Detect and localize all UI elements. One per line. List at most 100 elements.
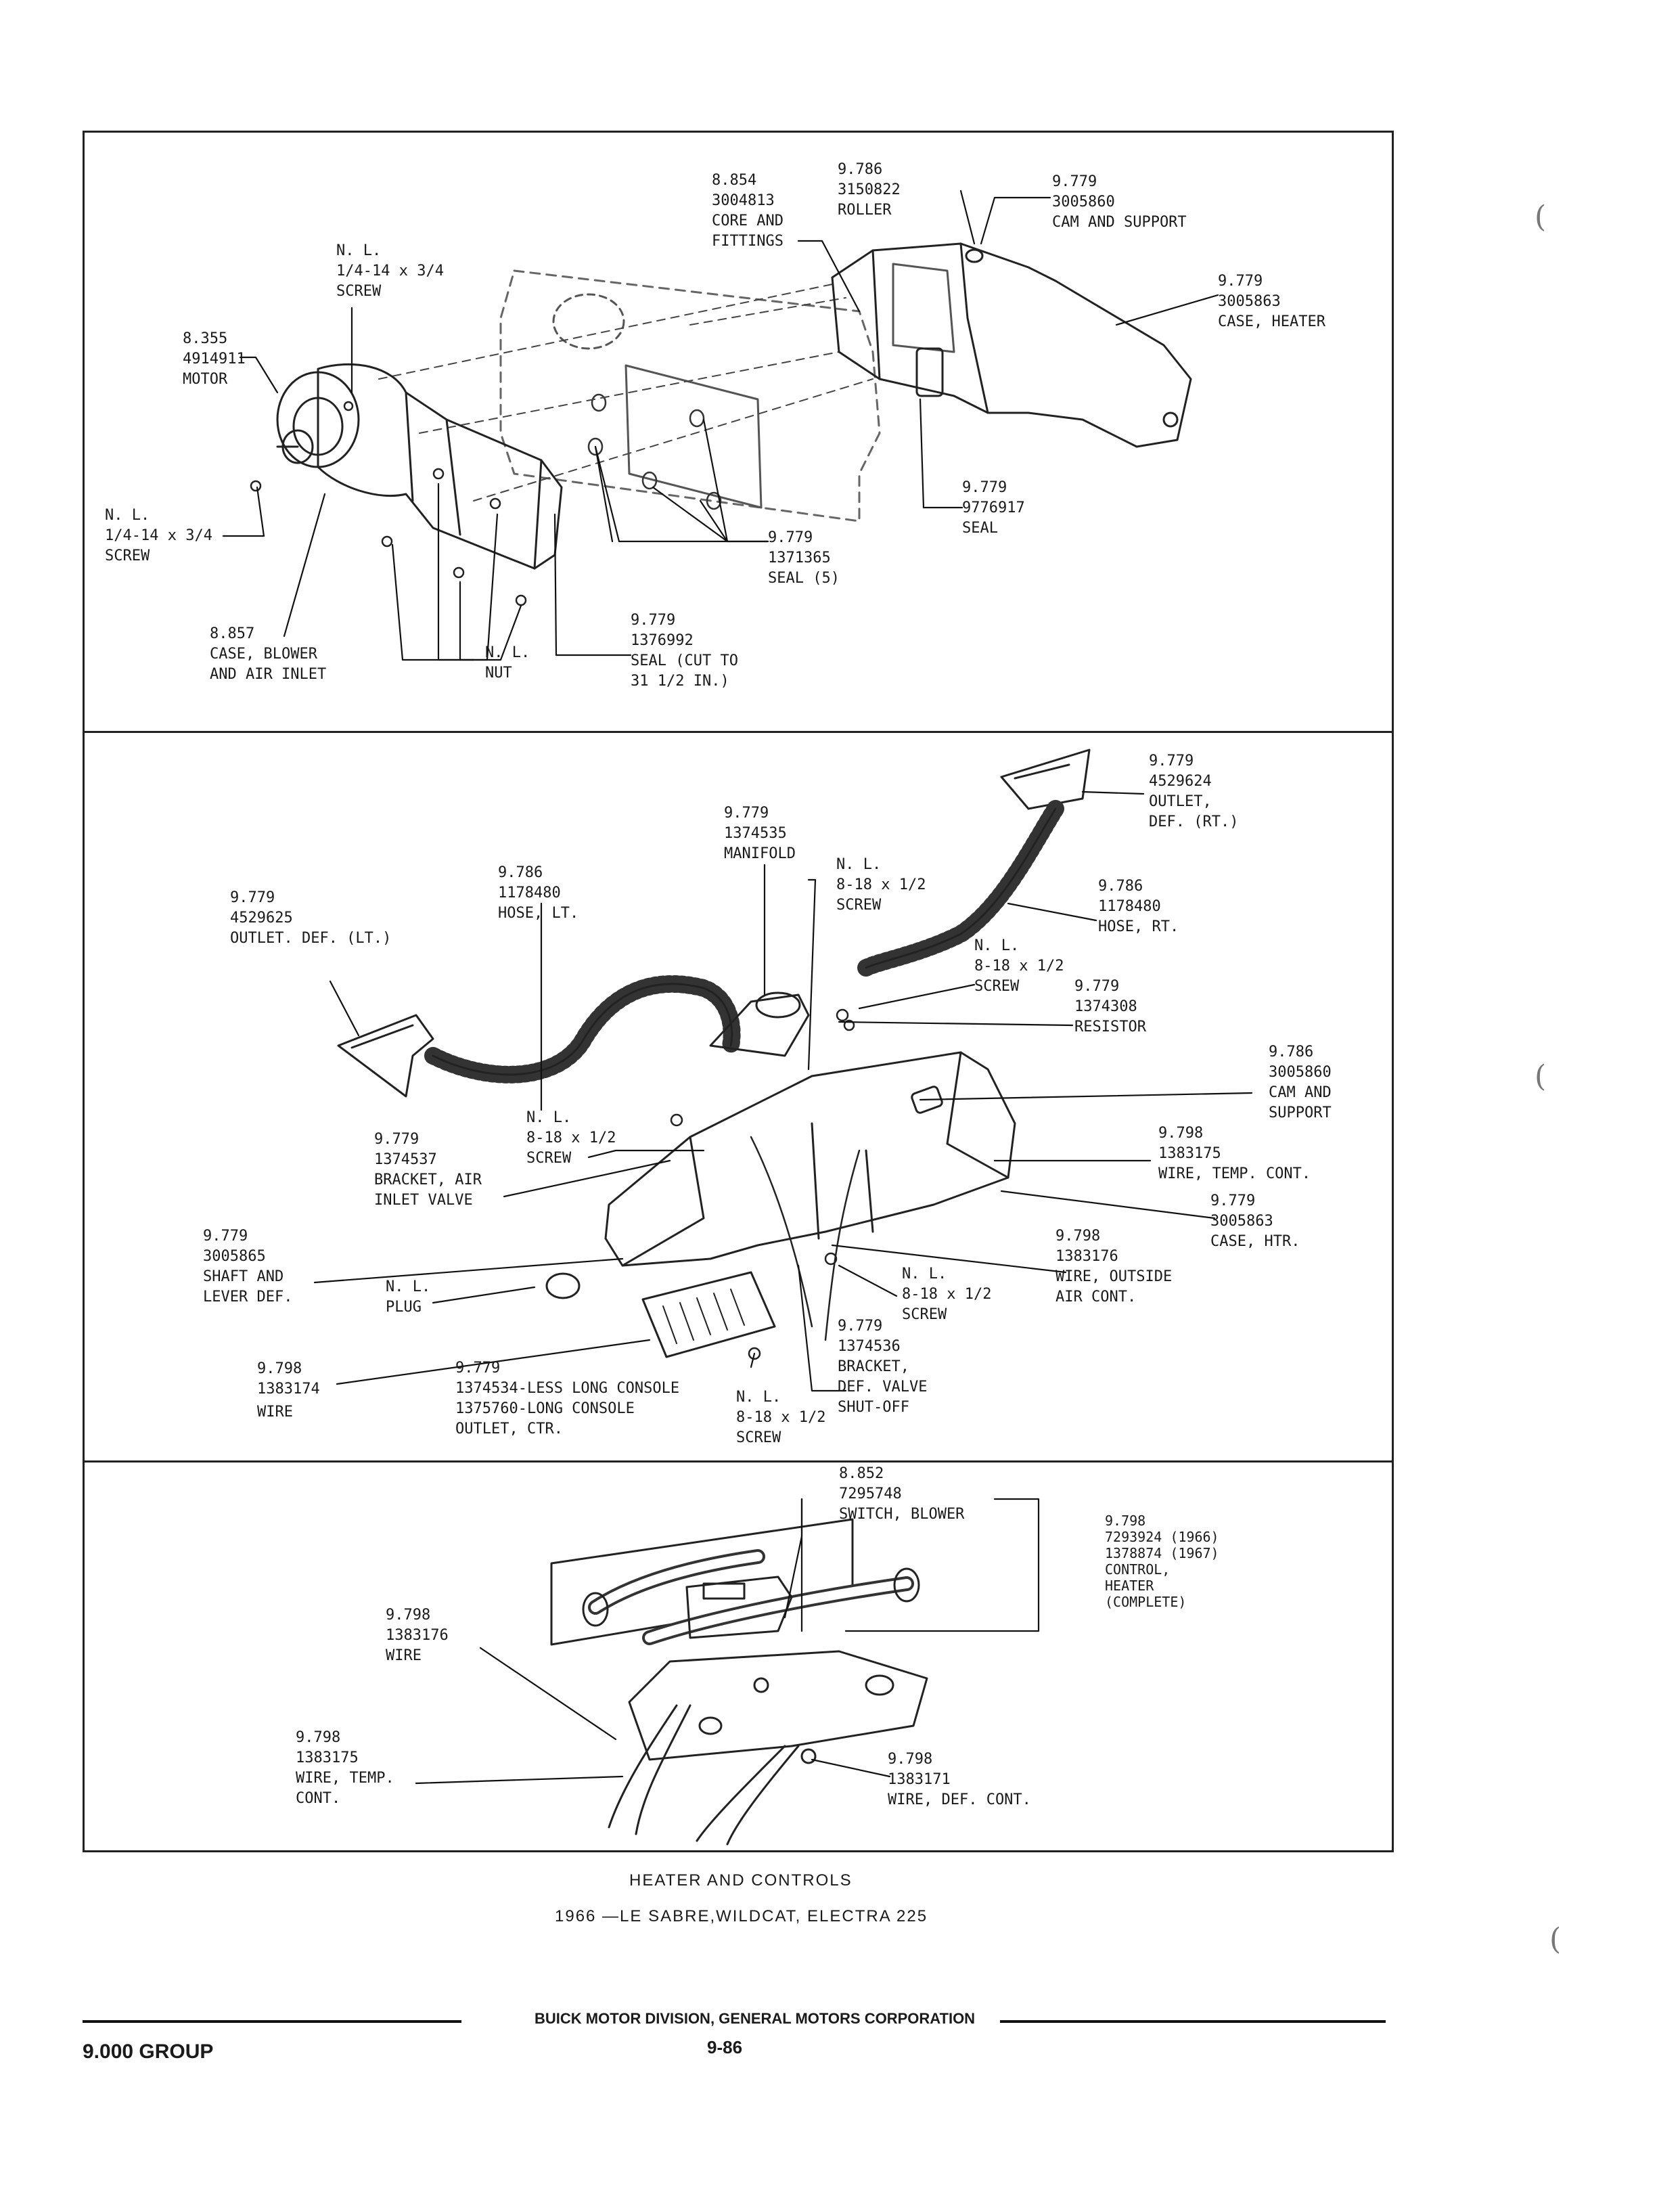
part-number: 9.779 xyxy=(1074,978,1120,995)
part-number: 9.779 xyxy=(768,529,813,546)
part-number: 1371365 xyxy=(768,550,831,566)
callout-bracket-air: 9.779 1374537 BRACKET, AIR INLET VALVE xyxy=(374,1130,482,1211)
part-number: 9.779 xyxy=(1149,753,1194,769)
part-number: 9.779 xyxy=(962,479,1007,496)
margin-mark: ( xyxy=(1535,200,1547,234)
callout-cam-and-support: 9.779 3005860 CAM AND SUPPORT xyxy=(1052,172,1187,233)
callout-outlet-ctr: 9.779 1374534-LESS LONG CONSOLE 1375760-… xyxy=(455,1358,679,1439)
callout-screw-m3: N. L. 8-18 x 1/2 SCREW xyxy=(526,1108,616,1169)
diagram-subtitle: 1966 —LE SABRE,WILDCAT, ELECTRA 225 xyxy=(555,1907,928,1925)
part-number: 1376992 xyxy=(631,632,694,649)
part-description: CASE, HEATER xyxy=(1218,313,1325,330)
part-description: HOSE, LT. xyxy=(498,905,579,922)
part-description: SCREW xyxy=(974,978,1020,995)
part-number: 9.779 xyxy=(1218,273,1263,290)
part-description: OUTLET, CTR. xyxy=(455,1421,563,1437)
part-number: 4529625 xyxy=(230,910,293,926)
part-number: 9.798 xyxy=(888,1751,933,1768)
callout-control-heater: 9.798 7293924 (1966) 1378874 (1967) CONT… xyxy=(1105,1513,1219,1610)
part-description: SCREW xyxy=(526,1150,572,1167)
part-number: 8.857 xyxy=(210,625,255,642)
part-description: HOSE, RT. xyxy=(1098,918,1179,935)
part-description: SHAFT AND xyxy=(203,1268,284,1285)
part-size: 8-18 x 1/2 xyxy=(974,958,1064,975)
part-number: 9.798 xyxy=(386,1607,431,1624)
part-description: CONT. xyxy=(296,1790,341,1807)
callout-motor: 8.355 4914911 MOTOR xyxy=(183,329,246,390)
part-number: 1383171 xyxy=(888,1771,951,1788)
part-number: 1383174 xyxy=(257,1381,320,1398)
part-size: 1/4-14 x 3/4 xyxy=(105,527,212,544)
callout-nut: N. L. NUT xyxy=(485,643,530,684)
callout-screw-m1: N. L. 8-18 x 1/2 SCREW xyxy=(836,855,926,916)
part-number: 1375760-LONG CONSOLE xyxy=(455,1400,635,1417)
part-number: 9.798 xyxy=(1105,1513,1146,1529)
part-description: WIRE, DEF. CONT. xyxy=(888,1791,1031,1808)
callout-screw-m5: N. L. 8-18 x 1/2 SCREW xyxy=(736,1387,825,1448)
callout-wire-temp: 9.798 1383175 WIRE, TEMP. CONT. xyxy=(1158,1123,1311,1184)
part-number: 9.798 xyxy=(1158,1125,1204,1142)
part-number: 1374535 xyxy=(724,825,787,842)
part-size: 8-18 x 1/2 xyxy=(526,1130,616,1146)
part-description: SEAL xyxy=(962,520,998,537)
part-number: 1374536 xyxy=(838,1338,901,1355)
callout-case-htr: 9.779 3005863 CASE, HTR. xyxy=(1210,1191,1300,1252)
part-number: N. L. xyxy=(736,1389,781,1406)
part-description: DEF. (RT.) xyxy=(1149,813,1239,830)
part-number: 3005863 xyxy=(1218,293,1281,310)
part-number: 1178480 xyxy=(498,885,561,901)
part-description: LEVER DEF. xyxy=(203,1289,293,1305)
footer-rule-right xyxy=(1000,2020,1386,2023)
callout-cam-mid: 9.786 3005860 CAM AND SUPPORT xyxy=(1269,1042,1332,1123)
callout-case-heater: 9.779 3005863 CASE, HEATER xyxy=(1218,271,1325,332)
part-description: (COMPLETE) xyxy=(1105,1594,1187,1610)
part-number: 8.852 xyxy=(839,1465,884,1482)
part-description: SEAL (5) xyxy=(768,570,840,587)
part-number: 1374534-LESS LONG CONSOLE xyxy=(455,1380,680,1397)
part-number: 9.779 xyxy=(724,805,769,822)
footer-group: 9.000 GROUP xyxy=(83,2040,214,2063)
part-number: 9.779 xyxy=(203,1228,248,1245)
footer-publisher: BUICK MOTOR DIVISION, GENERAL MOTORS COR… xyxy=(535,2010,976,2027)
part-description: OUTLET. DEF. (LT.) xyxy=(230,930,392,947)
part-number: 4914911 xyxy=(183,351,246,367)
part-description: SHUT-OFF xyxy=(838,1399,909,1416)
part-number: 7295748 xyxy=(839,1486,902,1502)
callout-manifold: 9.779 1374535 MANIFOLD xyxy=(724,803,796,864)
diagram-title: HEATER AND CONTROLS xyxy=(629,1871,853,1890)
part-description: CASE, HTR. xyxy=(1210,1233,1300,1250)
part-description: PLUG xyxy=(386,1299,422,1316)
part-description: DEF. VALVE xyxy=(838,1379,928,1395)
callout-wire-def: 9.798 1383171 WIRE, DEF. CONT. xyxy=(888,1749,1031,1810)
part-number: 1383175 xyxy=(1158,1145,1221,1162)
callout-wire-outside: 9.798 1383176 WIRE, OUTSIDE AIR CONT. xyxy=(1055,1226,1172,1308)
part-description: SCREW xyxy=(336,283,382,300)
part-number: N. L. xyxy=(836,856,882,873)
part-number: N. L. xyxy=(974,937,1020,954)
callout-seal-9776917: 9.779 9776917 SEAL xyxy=(962,478,1025,539)
panel-divider-top xyxy=(83,731,1394,733)
part-description: AND AIR INLET xyxy=(210,666,327,683)
part-number: 3005863 xyxy=(1210,1213,1273,1230)
part-description: NUT xyxy=(485,665,512,682)
part-number: 8.355 xyxy=(183,330,228,347)
part-number: 4529624 xyxy=(1149,773,1212,790)
part-number: 9.779 xyxy=(455,1360,501,1377)
callout-outlet-lt: 9.779 4529625 OUTLET. DEF. (LT.) xyxy=(230,888,391,949)
part-description: WIRE, TEMP. CONT. xyxy=(1158,1165,1311,1182)
part-number: 3150822 xyxy=(838,181,901,198)
callout-case-blower: 8.857 CASE, BLOWER AND AIR INLET xyxy=(210,624,326,685)
part-description: SEAL (CUT TO xyxy=(631,652,738,669)
part-number: N. L. xyxy=(105,507,150,524)
callout-outlet-rt: 9.779 4529624 OUTLET, DEF. (RT.) xyxy=(1149,751,1238,832)
part-size: 8-18 x 1/2 xyxy=(902,1286,992,1303)
part-number: 9.786 xyxy=(498,864,543,881)
part-description: CAM AND SUPPORT xyxy=(1052,214,1187,231)
part-description: INLET VALVE xyxy=(374,1192,473,1209)
part-description: BRACKET, AIR xyxy=(374,1171,482,1188)
callout-screw-m4: N. L. 8-18 x 1/2 SCREW xyxy=(902,1264,991,1325)
part-description: MANIFOLD xyxy=(724,845,796,862)
part-size: 8-18 x 1/2 xyxy=(836,876,926,893)
margin-mark: ( xyxy=(1535,1059,1547,1094)
part-number: 9.786 xyxy=(1269,1044,1314,1060)
